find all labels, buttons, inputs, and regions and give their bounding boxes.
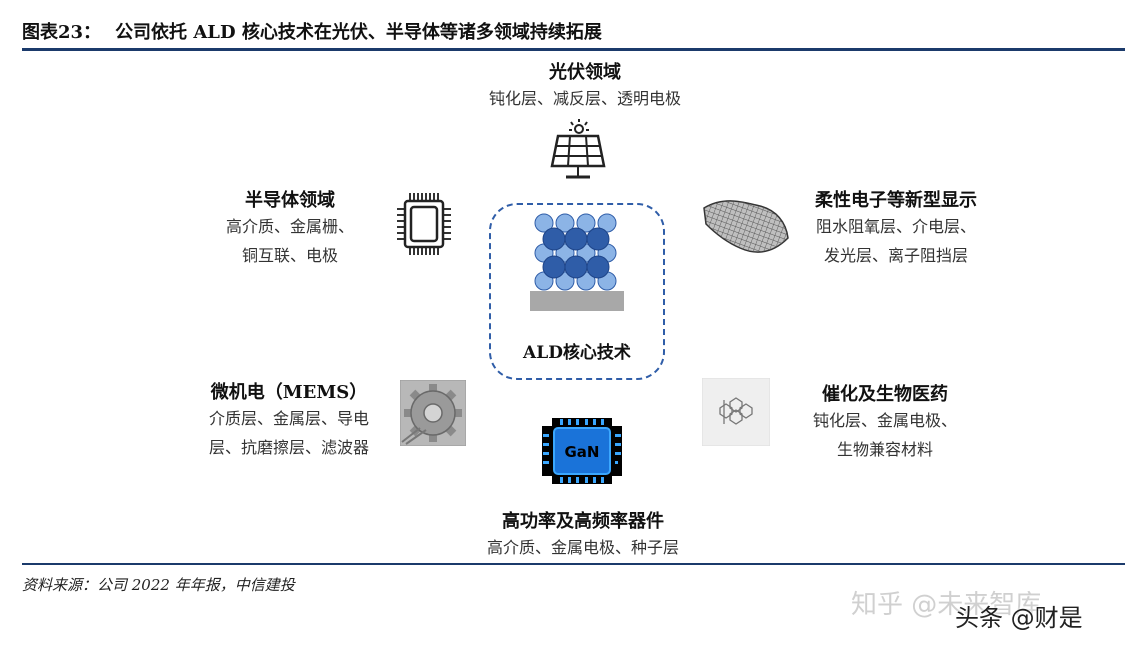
mems-title: 微机电（MEMS） bbox=[210, 382, 368, 403]
toutiao-watermark: 头条 @财是 bbox=[955, 604, 1083, 632]
figure-number: 图表23： bbox=[22, 22, 102, 43]
zhihu-watermark: 知乎 @未来智库 bbox=[851, 590, 1042, 620]
header-rule bbox=[22, 48, 1125, 51]
semiconductor-title: 半导体领域 bbox=[245, 190, 335, 211]
ald-core-frame bbox=[489, 203, 665, 380]
mems-line-2: 层、抗磨擦层、滤波器 bbox=[208, 438, 369, 457]
flexible-film-icon bbox=[703, 200, 789, 253]
pv-domain: 光伏领域 钝化层、减反层、透明电极 bbox=[460, 58, 710, 113]
mems-domain: 微机电（MEMS） 介质层、金属层、导电 层、抗磨擦层、滤波器 bbox=[184, 378, 394, 462]
catalysis-title: 催化及生物医药 bbox=[822, 384, 948, 405]
figure-title: 公司依托 ALD 核心技术在光伏、半导体等诸多领域持续拓展 bbox=[115, 22, 602, 43]
catalysis-line-2: 生物兼容材料 bbox=[836, 440, 933, 459]
figure-header: 图表23： 公司依托 ALD 核心技术在光伏、半导体等诸多领域持续拓展 bbox=[22, 18, 602, 44]
gan-chip-icon: GaN bbox=[542, 418, 622, 484]
pv-line-1: 钝化层、减反层、透明电极 bbox=[488, 89, 681, 108]
power-device-title: 高功率及高频率器件 bbox=[502, 511, 664, 532]
power-device-domain: 高功率及高频率器件 高介质、金属电极、种子层 bbox=[458, 507, 708, 562]
gan-chip-label: GaN bbox=[565, 443, 600, 461]
source-note: 资料来源：公司 2022 年年报，中信建投 bbox=[22, 576, 295, 594]
catalysis-line-1: 钝化层、金属电极、 bbox=[812, 411, 957, 430]
ald-atom-layers-icon bbox=[530, 213, 624, 311]
catalyst-lattice-icon bbox=[702, 378, 770, 446]
solar-panel-icon bbox=[550, 119, 606, 179]
microchip-icon bbox=[397, 193, 451, 255]
flexible-display-domain: 柔性电子等新型显示 阻水阻氧层、介电层、 发光层、离子阻挡层 bbox=[786, 186, 1006, 270]
mems-line-1: 介质层、金属层、导电 bbox=[208, 409, 369, 428]
ald-core-label: ALD核心技术 bbox=[523, 343, 631, 363]
flexible-display-line-1: 阻水阻氧层、介电层、 bbox=[815, 217, 976, 236]
mems-gear-icon bbox=[400, 380, 466, 446]
flexible-display-title: 柔性电子等新型显示 bbox=[815, 190, 977, 211]
catalysis-domain: 催化及生物医药 钝化层、金属电极、 生物兼容材料 bbox=[800, 380, 970, 464]
power-device-line-1: 高介质、金属电极、种子层 bbox=[486, 538, 679, 557]
footer-rule bbox=[22, 563, 1125, 565]
semiconductor-line-1: 高介质、金属栅、 bbox=[225, 217, 354, 236]
flexible-display-line-2: 发光层、离子阻挡层 bbox=[823, 246, 968, 265]
pv-title: 光伏领域 bbox=[549, 62, 621, 83]
semiconductor-domain: 半导体领域 高介质、金属栅、 铜互联、电极 bbox=[200, 186, 380, 270]
semiconductor-line-2: 铜互联、电极 bbox=[241, 246, 338, 265]
